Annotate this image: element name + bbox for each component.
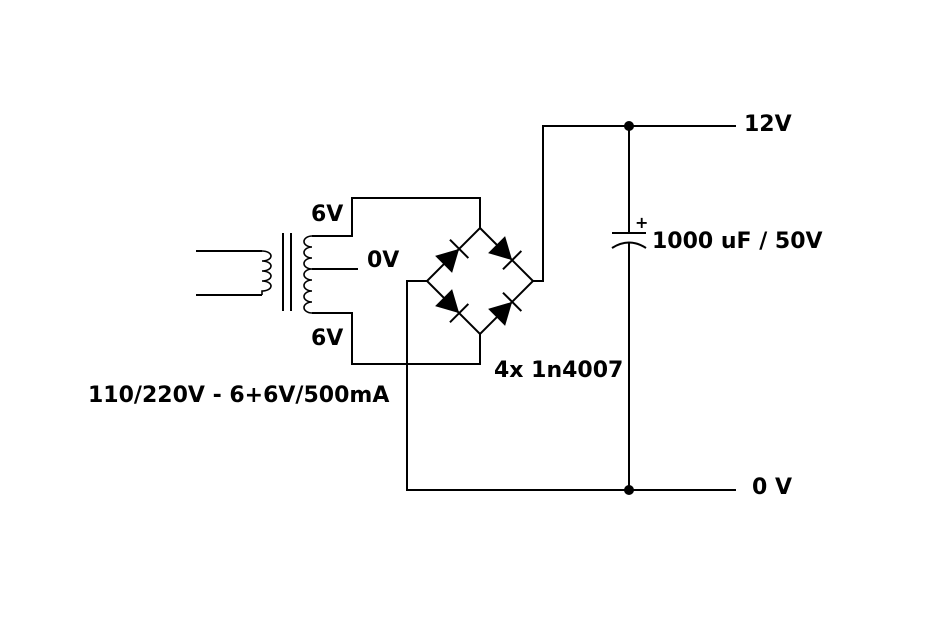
secondary-bottom-wire [312, 312, 481, 365]
tap-top-label: 6V [311, 202, 343, 227]
capacitor-polarity-label: + [635, 213, 648, 232]
junction-dot [624, 485, 634, 495]
polarized-capacitor-symbol [611, 126, 647, 490]
transformer-symbol [196, 197, 481, 365]
ground-output-wire [406, 280, 736, 491]
positive-output-label: 12V [744, 112, 792, 137]
junction-dot [624, 121, 634, 131]
ground-output-label: 0 V [752, 475, 792, 500]
bridge-outline [425, 226, 535, 336]
bridge-spec-label: 4x 1n4007 [494, 358, 623, 383]
secondary-top-wire [312, 197, 481, 237]
tap-bottom-label: 6V [311, 326, 343, 351]
bridge-rectifier [425, 226, 535, 336]
primary-winding-icon [261, 250, 272, 295]
secondary-winding-icon [303, 235, 313, 314]
capacitor-spec-label: 1000 uF / 50V [652, 229, 823, 254]
transformer-spec-label: 110/220V - 6+6V/500mA [88, 383, 389, 408]
positive-output-wire [533, 125, 736, 282]
tap-center-label: 0V [367, 248, 399, 273]
